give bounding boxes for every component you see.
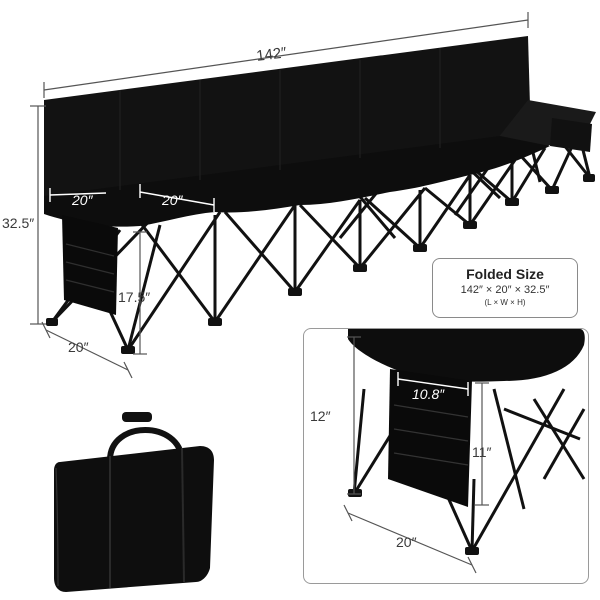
seat-height-label: 17.5″ (118, 289, 150, 305)
bench-side-pocket-right (550, 118, 592, 152)
height-label: 32.5″ (2, 215, 34, 231)
pocket-detail-illustration: 10.8″ 12″ 11″ 20″ (310, 329, 586, 574)
bench-side-pocket (62, 215, 118, 315)
bench-backrest (44, 36, 530, 196)
pocket-detail-inset: 10.8″ 12″ 11″ 20″ (303, 328, 589, 584)
bag-handle (107, 427, 185, 461)
seat-width-right-label: 20″ (161, 192, 184, 208)
seat-width-lines (49, 184, 215, 212)
detail-side-pocket (388, 369, 472, 507)
folded-size-title: Folded Size (466, 266, 544, 282)
bench-seat (44, 136, 550, 227)
bench-illustration (44, 36, 596, 354)
carry-bag (54, 412, 214, 592)
detail-pocket-width-label: 10.8″ (412, 386, 445, 402)
bag-body (54, 446, 214, 592)
detail-base-depth-label: 20″ (396, 534, 417, 550)
detail-pocket-height-label: 12″ (310, 408, 331, 424)
folded-size-lwh: (L × W × H) (484, 298, 526, 307)
folded-size-dims: 142″ × 20″ × 32.5″ (460, 284, 550, 296)
folded-size-box: Folded Size 142″ × 20″ × 32.5″ (L × W × … (432, 258, 578, 318)
dimension-lines (30, 12, 529, 379)
bench-feet (46, 174, 595, 354)
seat-depth-label: 20″ (68, 339, 89, 355)
length-label: 142″ (255, 44, 288, 65)
detail-pocket-depth-label: 11″ (472, 444, 492, 460)
seat-width-left-label: 20″ (71, 192, 94, 208)
bench-seat-end (498, 100, 596, 146)
